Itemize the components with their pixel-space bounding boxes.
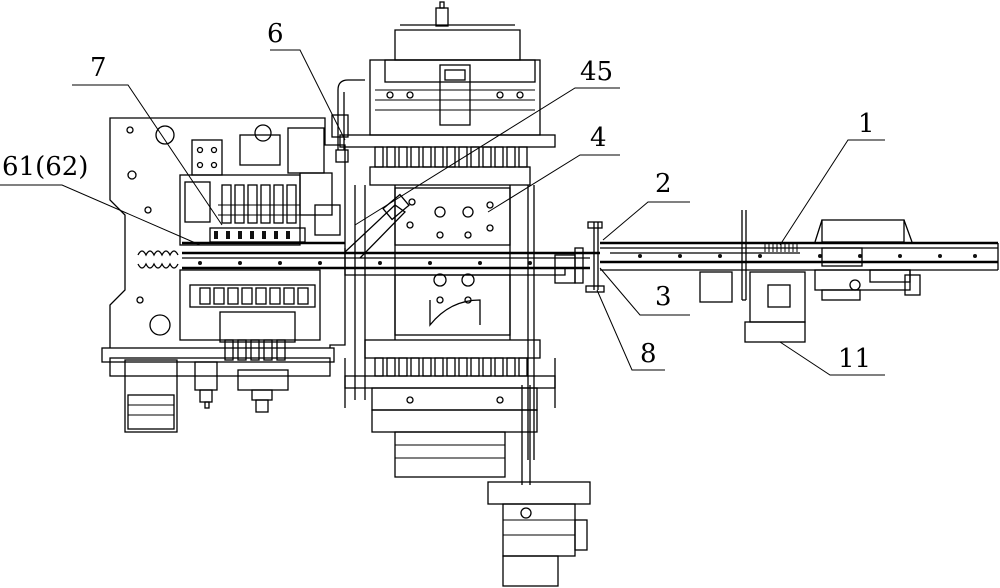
label-8: 8 xyxy=(640,339,657,369)
label-2: 2 xyxy=(655,169,672,199)
label-6: 6 xyxy=(267,19,284,49)
label-11: 11 xyxy=(838,344,871,374)
label-1: 1 xyxy=(858,109,875,139)
label-4: 4 xyxy=(590,123,607,153)
label-61-62: 61(62) xyxy=(2,152,88,182)
main-rail xyxy=(182,221,605,293)
center-tower xyxy=(331,1,591,587)
part-labels: 1 2 3 4 45 6 7 61(62) 8 11 xyxy=(2,19,875,374)
label-3: 3 xyxy=(655,282,672,312)
leader-lines xyxy=(0,49,885,376)
label-45: 45 xyxy=(580,57,613,87)
label-7: 7 xyxy=(90,53,107,83)
right-conveyor xyxy=(600,210,999,343)
left-module xyxy=(101,117,346,433)
